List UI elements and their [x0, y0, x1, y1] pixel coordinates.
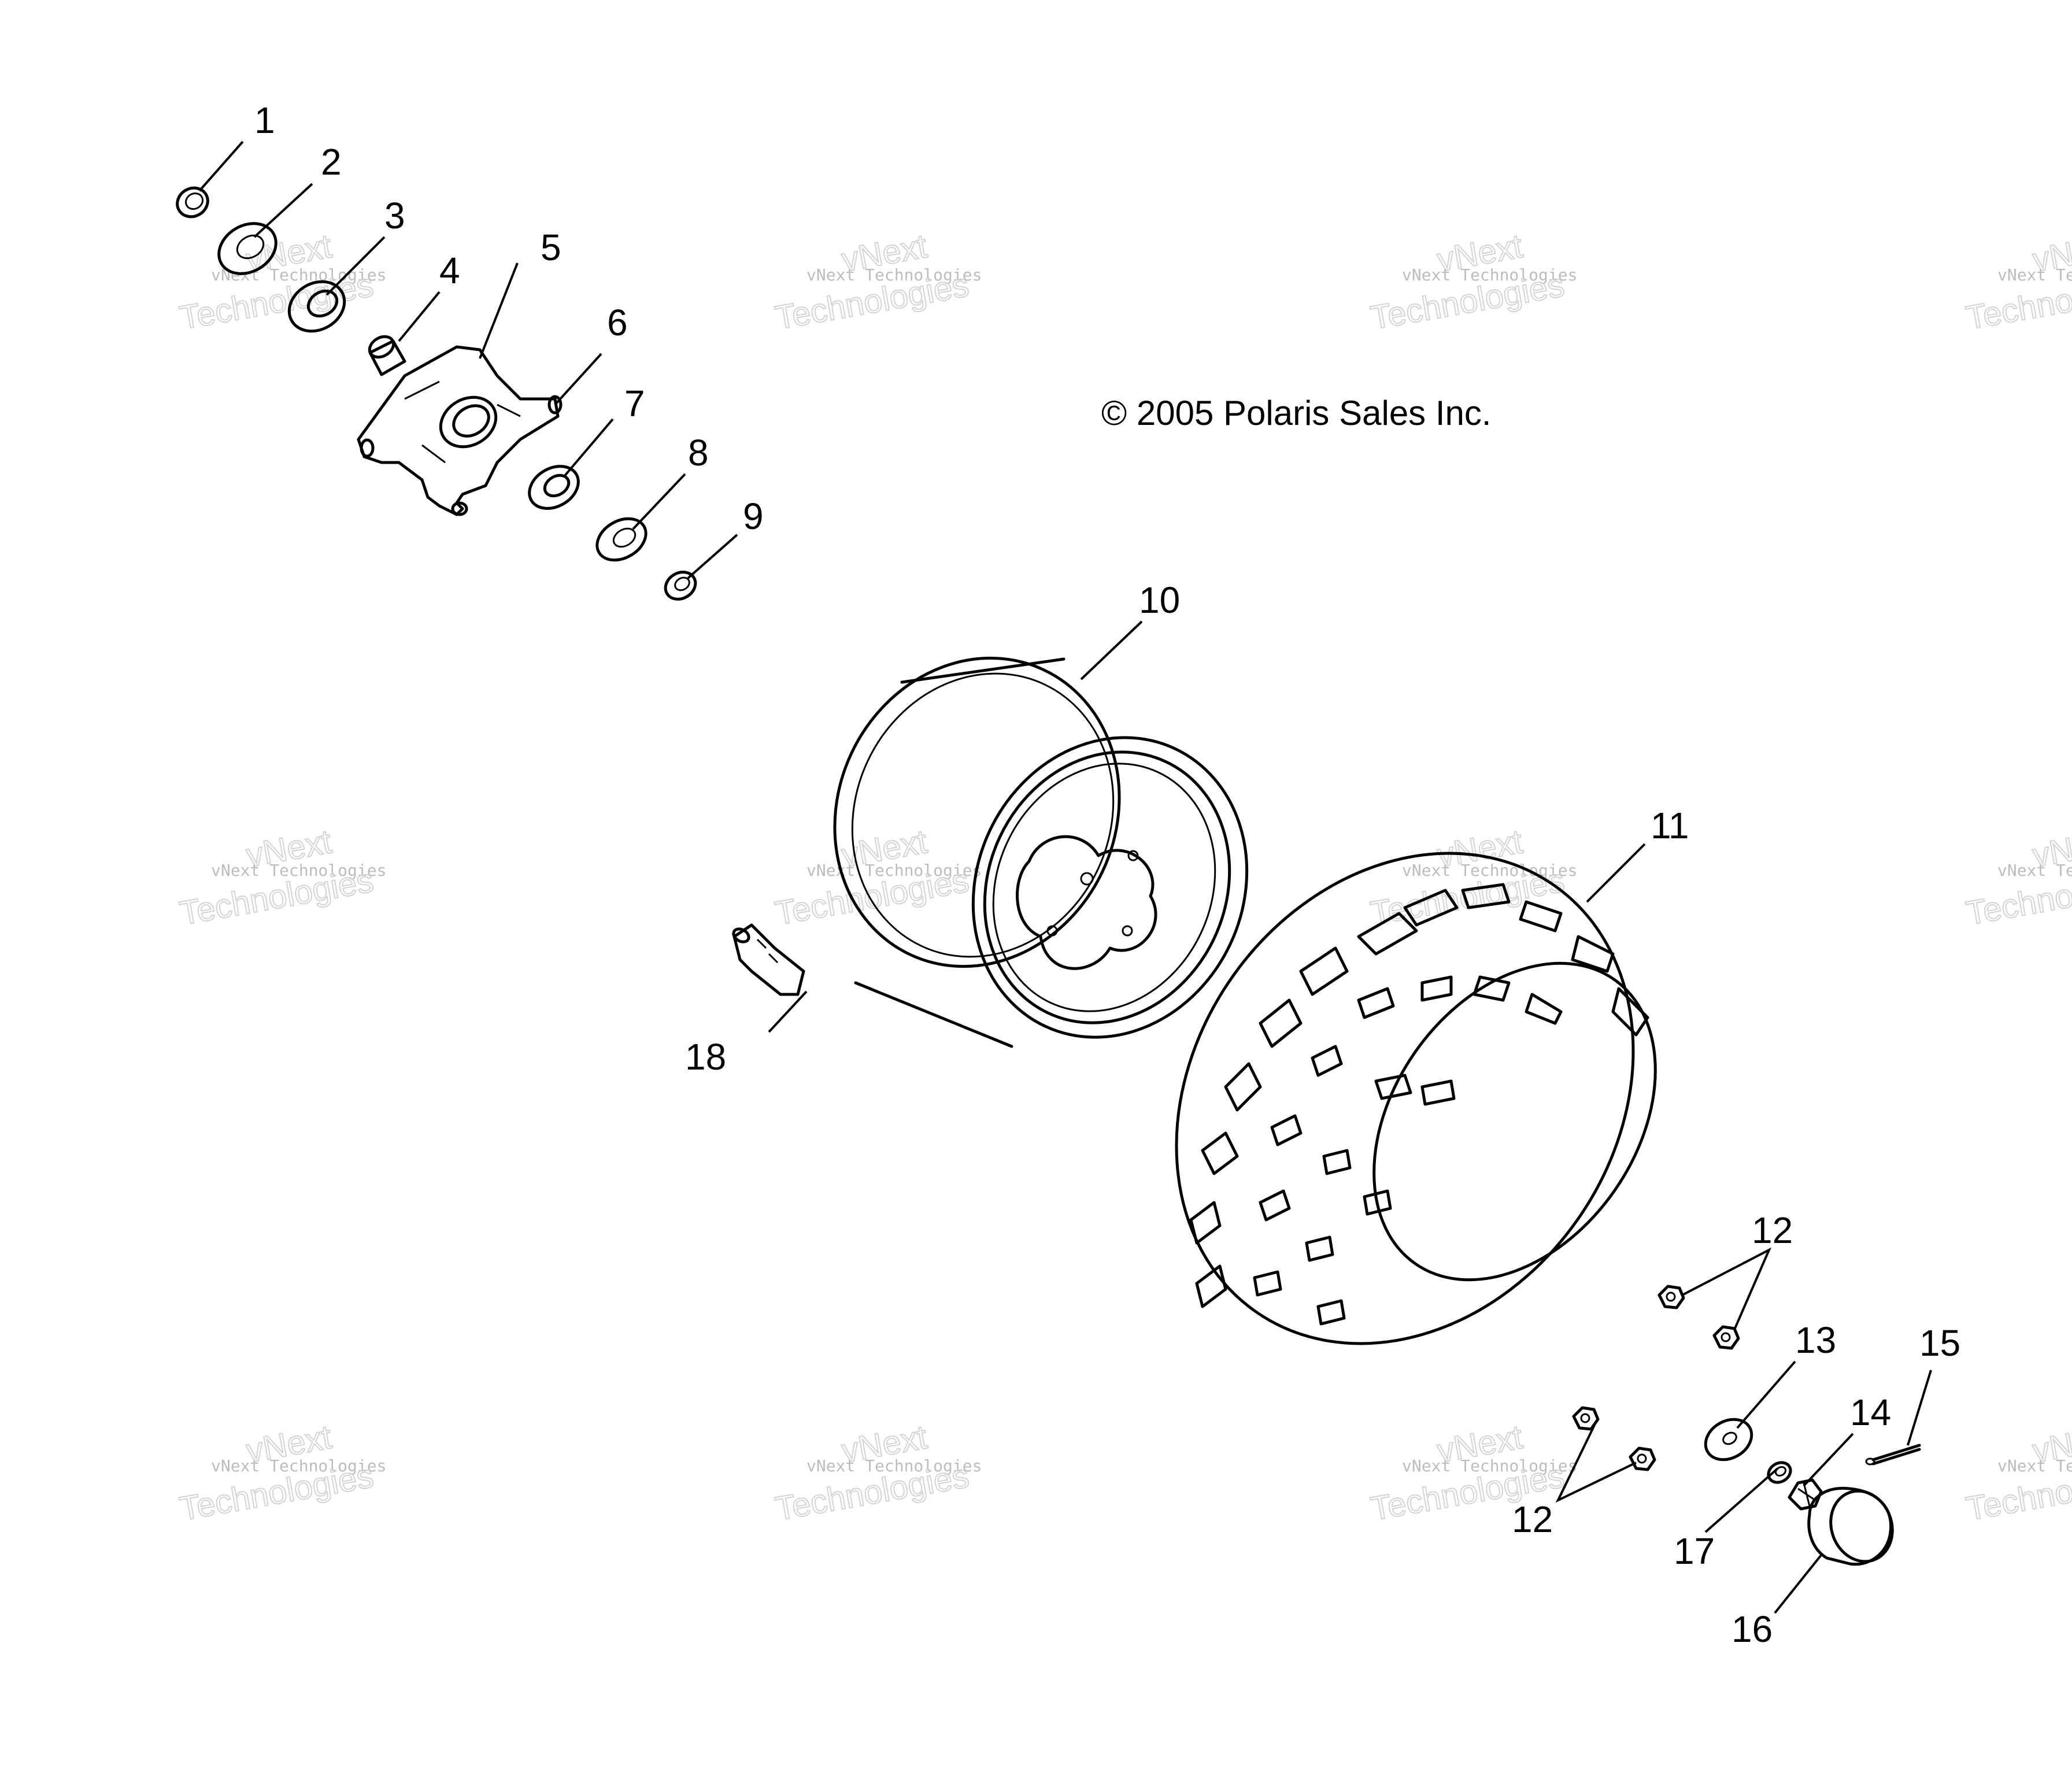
- callout-4: 4: [439, 250, 460, 291]
- callout-13: 13: [1795, 1319, 1836, 1361]
- part-8-washer: [595, 517, 648, 562]
- watermark: vNext vNext Technologies Technologies: [1963, 227, 2072, 338]
- callout-15: 15: [1919, 1322, 1960, 1364]
- watermark: vNext vNext Technologies Technologies: [176, 1418, 386, 1529]
- callout-10: 10: [1139, 579, 1180, 621]
- callout-17: 17: [1674, 1530, 1715, 1572]
- watermark: vNext vNext Technologies Technologies: [1367, 227, 1577, 338]
- callout-3: 3: [384, 195, 405, 236]
- callout-12-bottom: 12: [1512, 1498, 1553, 1540]
- watermark: vNext vNext Technologies Technologies: [772, 227, 982, 338]
- callout-6: 6: [607, 302, 628, 343]
- part-12-lug-nut: [1712, 1325, 1740, 1350]
- callout-14: 14: [1850, 1392, 1891, 1433]
- callout-7: 7: [624, 383, 645, 424]
- part-5-hub: [357, 345, 563, 516]
- part-10-wheel-rim: [833, 656, 1249, 1048]
- part-15-cotter-pin: [1865, 1444, 1921, 1466]
- part-12-lug-nut: [1572, 1406, 1600, 1431]
- callout-1: 1: [254, 99, 275, 141]
- part-16-hub-cap: [1807, 1486, 1894, 1566]
- svg-text:vNext Technologies: vNext Technologies: [806, 861, 982, 880]
- part-1-seal: [176, 186, 209, 219]
- part-13-washer: [1704, 1418, 1753, 1462]
- callout-labels: 1 2 3 4 5 6 7 8 9 10 11 12 13 14 15 12 1…: [254, 99, 1960, 1650]
- svg-text:vNext Technologies: vNext Technologies: [1997, 265, 2072, 284]
- part-18-valve-stem: [732, 923, 805, 996]
- part-11-tire: [1175, 852, 1657, 1345]
- leader-lines: [198, 140, 1932, 1614]
- callout-16: 16: [1731, 1608, 1773, 1650]
- svg-text:vNext Technologies: vNext Technologies: [806, 1456, 982, 1475]
- callout-12-top: 12: [1752, 1209, 1793, 1251]
- part-9-nut: [664, 571, 697, 601]
- part-17-washer: [1767, 1461, 1792, 1484]
- svg-text:vNext Technologies: vNext Technologies: [806, 265, 982, 284]
- callout-11: 11: [1651, 805, 1689, 846]
- watermark: vNext vNext Technologies Technologies: [176, 227, 386, 338]
- callout-5: 5: [541, 227, 561, 268]
- watermark: vNext vNext Technologies Technologies: [772, 822, 982, 933]
- svg-text:vNext Technologies: vNext Technologies: [1402, 1456, 1577, 1475]
- callout-18: 18: [685, 1036, 726, 1078]
- watermark: vNext vNext Technologies Technologies: [1963, 1418, 2072, 1529]
- svg-text:vNext Technologies: vNext Technologies: [1402, 265, 1577, 284]
- svg-text:vNext Technologies: vNext Technologies: [1997, 1456, 2072, 1475]
- copyright-notice: © 2005 Polaris Sales Inc.: [1101, 394, 1492, 432]
- tire-tread: [1189, 883, 1649, 1326]
- svg-text:vNext Technologies: vNext Technologies: [211, 1456, 386, 1475]
- part-12-lug-nut: [1657, 1285, 1685, 1309]
- watermark: vNext vNext Technologies Technologies: [176, 822, 386, 933]
- watermark: vNext vNext Technologies Technologies: [1367, 822, 1577, 933]
- part-3-bearing: [287, 280, 346, 333]
- watermark: vNext vNext Technologies Technologies: [772, 1418, 982, 1529]
- part-2-seal: [217, 222, 278, 275]
- svg-text:vNext Technologies: vNext Technologies: [211, 861, 386, 880]
- callout-8: 8: [688, 432, 709, 473]
- part-4-spacer: [368, 335, 406, 376]
- callout-9: 9: [743, 495, 764, 537]
- part-12-lug-nut: [1629, 1446, 1656, 1471]
- svg-text:vNext Technologies: vNext Technologies: [1997, 861, 2072, 880]
- callout-2: 2: [321, 141, 342, 183]
- part-14-castle-nut: [1788, 1478, 1823, 1511]
- svg-text:vNext Technologies: vNext Technologies: [1402, 861, 1577, 880]
- watermark: vNext vNext Technologies Technologies: [1963, 822, 2072, 933]
- part-7-bearing: [528, 465, 580, 510]
